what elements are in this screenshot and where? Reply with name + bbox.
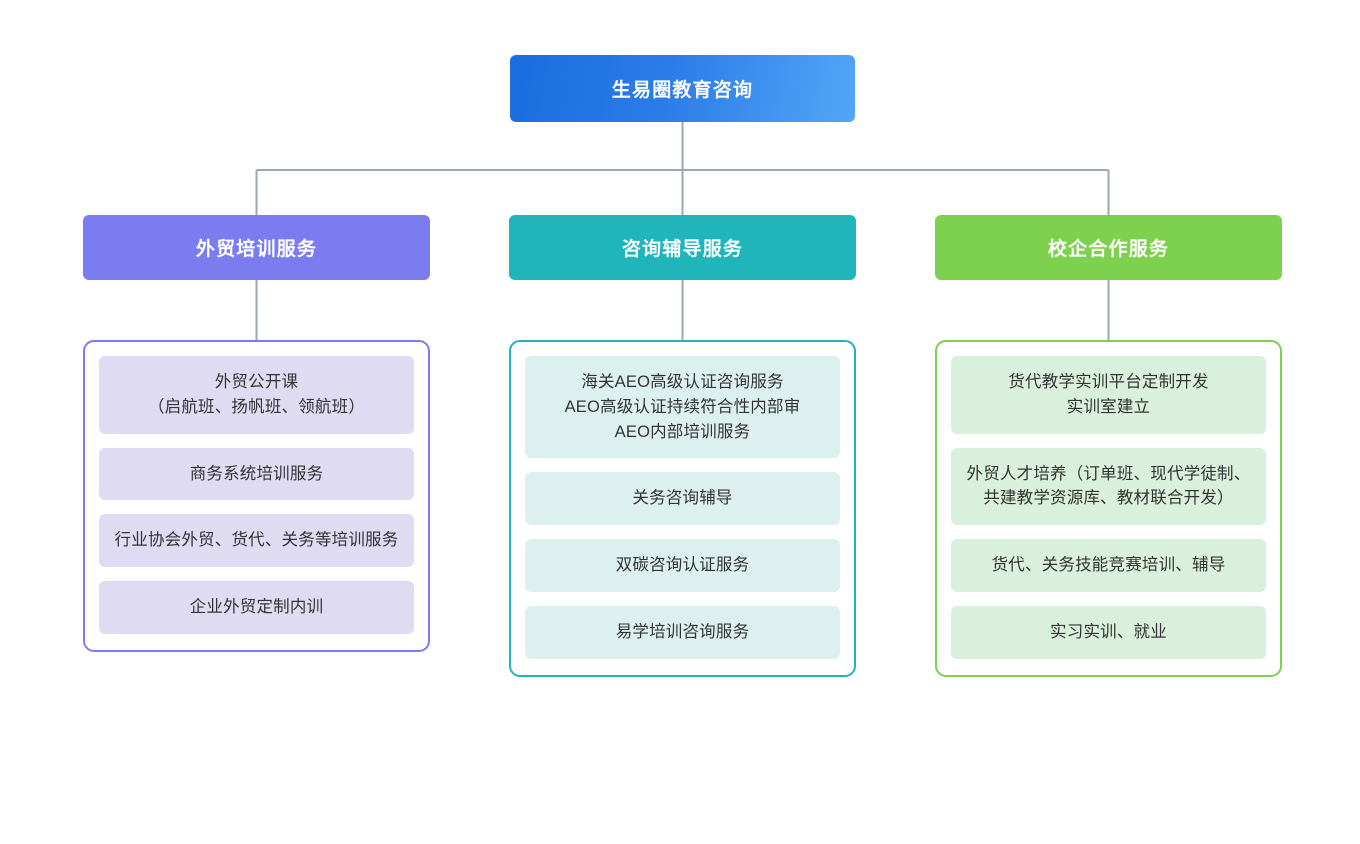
- branch-header-2[interactable]: 校企合作服务: [935, 215, 1282, 280]
- branch-column-0: 外贸培训服务 外贸公开课 （启航班、扬帆班、领航班） 商务系统培训服务 行业协会…: [83, 215, 430, 652]
- branch-header-label-2: 校企合作服务: [1047, 239, 1170, 260]
- root-node[interactable]: 生易圈教育咨询: [510, 55, 855, 122]
- branch-item-label: 关务咨询辅导: [632, 489, 733, 508]
- branch-item[interactable]: 外贸公开课 （启航班、扬帆班、领航班）: [99, 356, 414, 434]
- branch-item-label: 实习实训、就业: [1050, 622, 1167, 641]
- branch-body-1: 海关AEO高级认证咨询服务 AEO高级认证持续符合性内部审 AEO内部培训服务 …: [509, 340, 856, 677]
- branch-item-label: 企业外贸定制内训: [189, 598, 324, 616]
- branch-item[interactable]: 货代教学实训平台定制开发 实训室建立: [951, 356, 1266, 434]
- branch-header-label-1: 咨询辅导服务: [621, 239, 744, 260]
- branch-body-2: 货代教学实训平台定制开发 实训室建立 外贸人才培养（订单班、现代学徒制、共建教学…: [935, 340, 1282, 677]
- branch-item[interactable]: 易学培训咨询服务: [525, 605, 840, 659]
- branch-item[interactable]: 商务系统培训服务: [99, 447, 414, 501]
- branch-item-label: 海关AEO高级认证咨询服务 AEO高级认证持续符合性内部审 AEO内部培训服务: [564, 373, 801, 441]
- branch-header-0[interactable]: 外贸培训服务: [83, 215, 430, 280]
- branch-item-label: 货代、关务技能竞赛培训、辅导: [991, 556, 1226, 574]
- branch-item[interactable]: 行业协会外贸、货代、关务等培训服务: [99, 514, 414, 567]
- branch-item[interactable]: 外贸人才培养（订单班、现代学徒制、共建教学资源库、教材联合开发）: [951, 447, 1266, 525]
- branch-item-label: 外贸公开课 （启航班、扬帆班、领航班）: [147, 373, 366, 416]
- branch-item[interactable]: 货代、关务技能竞赛培训、辅导: [951, 539, 1266, 592]
- branch-item[interactable]: 双碳咨询认证服务: [525, 539, 840, 592]
- root-node-label: 生易圈教育咨询: [611, 80, 754, 101]
- branch-item[interactable]: 关务咨询辅导: [525, 472, 840, 525]
- branch-column-2: 校企合作服务 货代教学实训平台定制开发 实训室建立 外贸人才培养（订单班、现代学…: [935, 215, 1282, 677]
- branch-column-1: 咨询辅导服务 海关AEO高级认证咨询服务 AEO高级认证持续符合性内部审 AEO…: [509, 215, 856, 677]
- branch-body-0: 外贸公开课 （启航班、扬帆班、领航班） 商务系统培训服务 行业协会外贸、货代、关…: [83, 340, 430, 652]
- branch-item-label: 行业协会外贸、货代、关务等培训服务: [114, 531, 399, 550]
- branch-header-1[interactable]: 咨询辅导服务: [509, 215, 856, 280]
- branch-item-label: 双碳咨询认证服务: [615, 556, 750, 574]
- branch-item-label: 外贸人才培养（订单班、现代学徒制、共建教学资源库、教材联合开发）: [966, 464, 1251, 508]
- branch-item[interactable]: 企业外贸定制内训: [99, 581, 414, 634]
- branch-item-label: 商务系统培训服务: [189, 464, 324, 483]
- branch-item[interactable]: 实习实训、就业: [951, 605, 1266, 659]
- branch-header-label-0: 外贸培训服务: [195, 239, 318, 260]
- branch-item[interactable]: 海关AEO高级认证咨询服务 AEO高级认证持续符合性内部审 AEO内部培训服务: [525, 356, 840, 459]
- branch-item-label: 货代教学实训平台定制开发 实训室建立: [1008, 373, 1209, 416]
- branch-item-label: 易学培训咨询服务: [615, 622, 750, 641]
